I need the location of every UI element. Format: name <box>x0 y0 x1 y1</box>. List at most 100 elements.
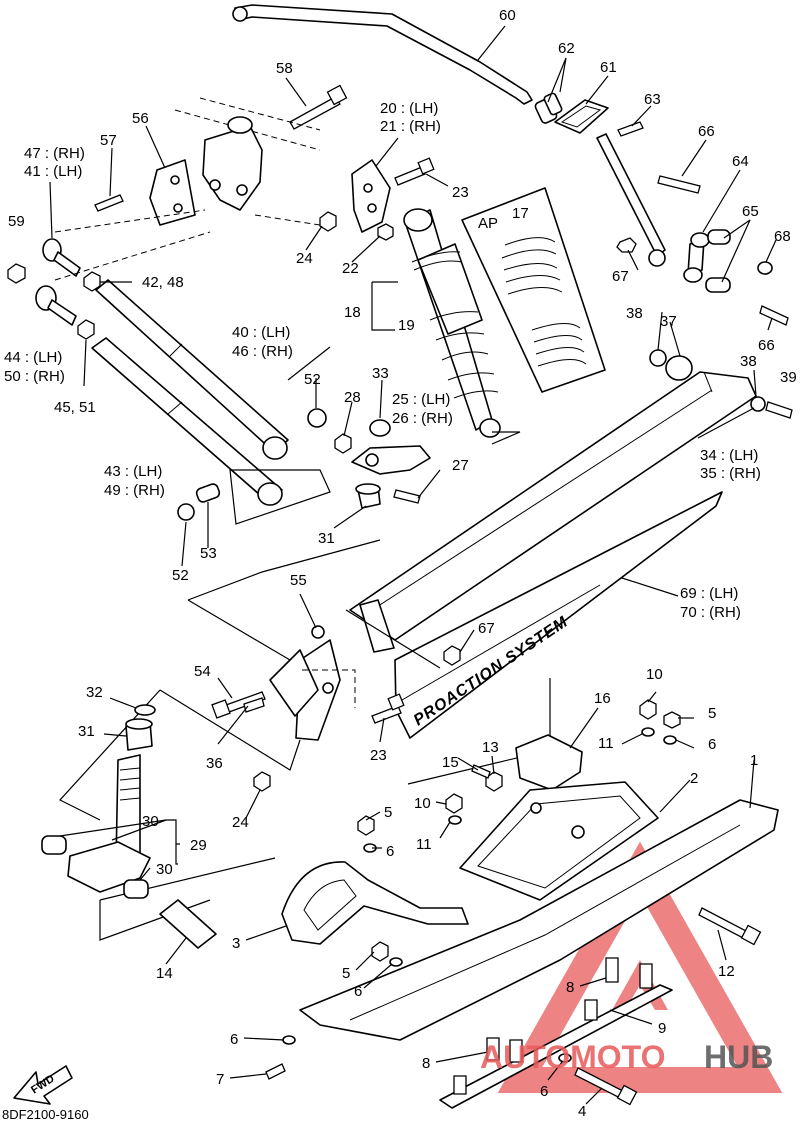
callout-6-middle: 6 <box>386 843 394 860</box>
bolt-58 <box>289 84 348 130</box>
stabilizer-link-arm <box>596 133 666 267</box>
callout-63: 63 <box>644 91 661 108</box>
callout-21-rh: 21 : (RH) <box>380 118 441 135</box>
callout-37: 37 <box>660 313 677 330</box>
callout-31-lower: 31 <box>78 723 95 740</box>
diagram-code: 8DF2100-9160 <box>2 1107 89 1122</box>
bolt-66-upper <box>657 175 701 194</box>
nut-67-upper <box>616 237 637 253</box>
ap-spring-box: AP <box>461 187 606 393</box>
callout-45-51: 45, 51 <box>54 399 96 416</box>
callout-7: 7 <box>216 1071 224 1088</box>
callout-54: 54 <box>194 663 211 680</box>
watermark-brand-colored: AUTOMOTO <box>480 1039 665 1075</box>
callout-66-lower: 66 <box>758 337 775 354</box>
skag-nuts-8 <box>453 957 653 1095</box>
callout-25-lh: 25 : (LH) <box>392 391 450 408</box>
callout-24-lower: 24 <box>232 814 249 831</box>
watermark-brand-text: AUTOMOTO HUB <box>480 1039 773 1075</box>
bolt-63 <box>617 121 644 137</box>
callout-47-rh: 47 : (RH) <box>24 145 85 162</box>
skag-9 <box>439 984 673 1109</box>
frame-outline <box>174 97 321 226</box>
callout-2: 2 <box>690 770 698 787</box>
callout-11-upper: 11 <box>598 735 614 752</box>
callout-52-lower: 52 <box>172 567 189 584</box>
callout-23-upper: 23 <box>452 184 469 201</box>
callout-3: 3 <box>232 935 240 952</box>
callout-6-upper: 6 <box>708 736 716 753</box>
callout-56: 56 <box>132 110 149 127</box>
callout-15: 15 <box>442 754 459 771</box>
callout-16: 16 <box>594 690 611 707</box>
arm-40-46 <box>95 279 289 453</box>
callout-55: 55 <box>290 572 307 589</box>
callout-11-lower: 11 <box>416 836 432 853</box>
callout-57: 57 <box>100 132 117 149</box>
callout-35-rh: 35 : (RH) <box>700 465 761 482</box>
callout-29: 29 <box>190 837 207 854</box>
callout-46-rh: 46 : (RH) <box>232 343 293 360</box>
callout-41-lh: 41 : (LH) <box>24 163 82 180</box>
nut-28 <box>334 433 352 454</box>
callout-39: 39 <box>780 369 797 386</box>
washer-38-left <box>649 349 667 367</box>
callout-42-48: 42, 48 <box>142 274 184 291</box>
callout-1: 1 <box>750 752 758 769</box>
callout-52-upper: 52 <box>304 371 321 388</box>
spindle-housing <box>269 599 395 741</box>
collar-31-upper <box>355 483 381 509</box>
callout-6-lower-b: 6 <box>230 1031 238 1048</box>
stopper-33 <box>369 419 391 437</box>
callout-38-right: 38 <box>740 353 757 370</box>
callout-10-lower: 10 <box>414 795 431 812</box>
callout-67-lower: 67 <box>478 620 495 637</box>
callout-62: 62 <box>558 40 575 57</box>
callout-64: 64 <box>732 153 749 170</box>
ski-bolt-4 <box>574 1067 638 1106</box>
callout-5-middle: 5 <box>384 804 392 821</box>
bushing-37 <box>665 355 693 381</box>
callout-14: 14 <box>156 965 173 982</box>
nut-67-lower <box>443 645 461 666</box>
callout-34-lh: 34 : (LH) <box>700 447 758 464</box>
callout-20-lh: 20 : (LH) <box>380 100 438 117</box>
bracket-plate-56 <box>149 159 196 226</box>
callout-66-upper: 66 <box>698 123 715 140</box>
callout-53: 53 <box>200 545 217 562</box>
callout-17: 17 <box>512 205 529 222</box>
callout-leader-lines <box>49 25 777 1105</box>
callout-44-lh: 44 : (LH) <box>4 349 62 366</box>
bolt-23-lower <box>371 693 405 724</box>
stabilizer-bar <box>232 4 533 105</box>
callout-10-upper: 10 <box>646 666 663 683</box>
arm-leader-lines <box>54 209 331 525</box>
spring-bracket-lines <box>371 281 521 445</box>
callout-8-right: 8 <box>566 979 574 996</box>
callout-43-lh: 43 : (LH) <box>104 463 162 480</box>
callout-65: 65 <box>742 203 759 220</box>
callout-36: 36 <box>206 755 223 772</box>
callout-28: 28 <box>344 389 361 406</box>
callout-59: 59 <box>8 213 25 230</box>
watermark-brand-gray: HUB <box>704 1039 773 1075</box>
bolt-66-lower <box>759 305 789 326</box>
rod-14 <box>159 899 217 949</box>
callout-27: 27 <box>452 457 469 474</box>
callout-38-left: 38 <box>626 305 643 322</box>
callout-30-lower: 30 <box>156 861 173 878</box>
callout-31-upper: 31 <box>318 530 335 547</box>
rod-end-47-41 <box>42 238 81 277</box>
callout-19: 19 <box>398 317 415 334</box>
callout-49-rh: 49 : (RH) <box>104 482 165 499</box>
spindle-29 <box>67 754 151 893</box>
bolt-22 <box>377 223 394 241</box>
callout-33: 33 <box>372 365 389 382</box>
link-rod-64 <box>683 229 773 293</box>
callout-9: 9 <box>658 1020 666 1037</box>
nut-24-lower <box>253 771 271 792</box>
callout-12: 12 <box>718 963 735 980</box>
shock-bracket-20-21 <box>351 159 391 233</box>
callout-67-upper: 67 <box>612 268 629 285</box>
